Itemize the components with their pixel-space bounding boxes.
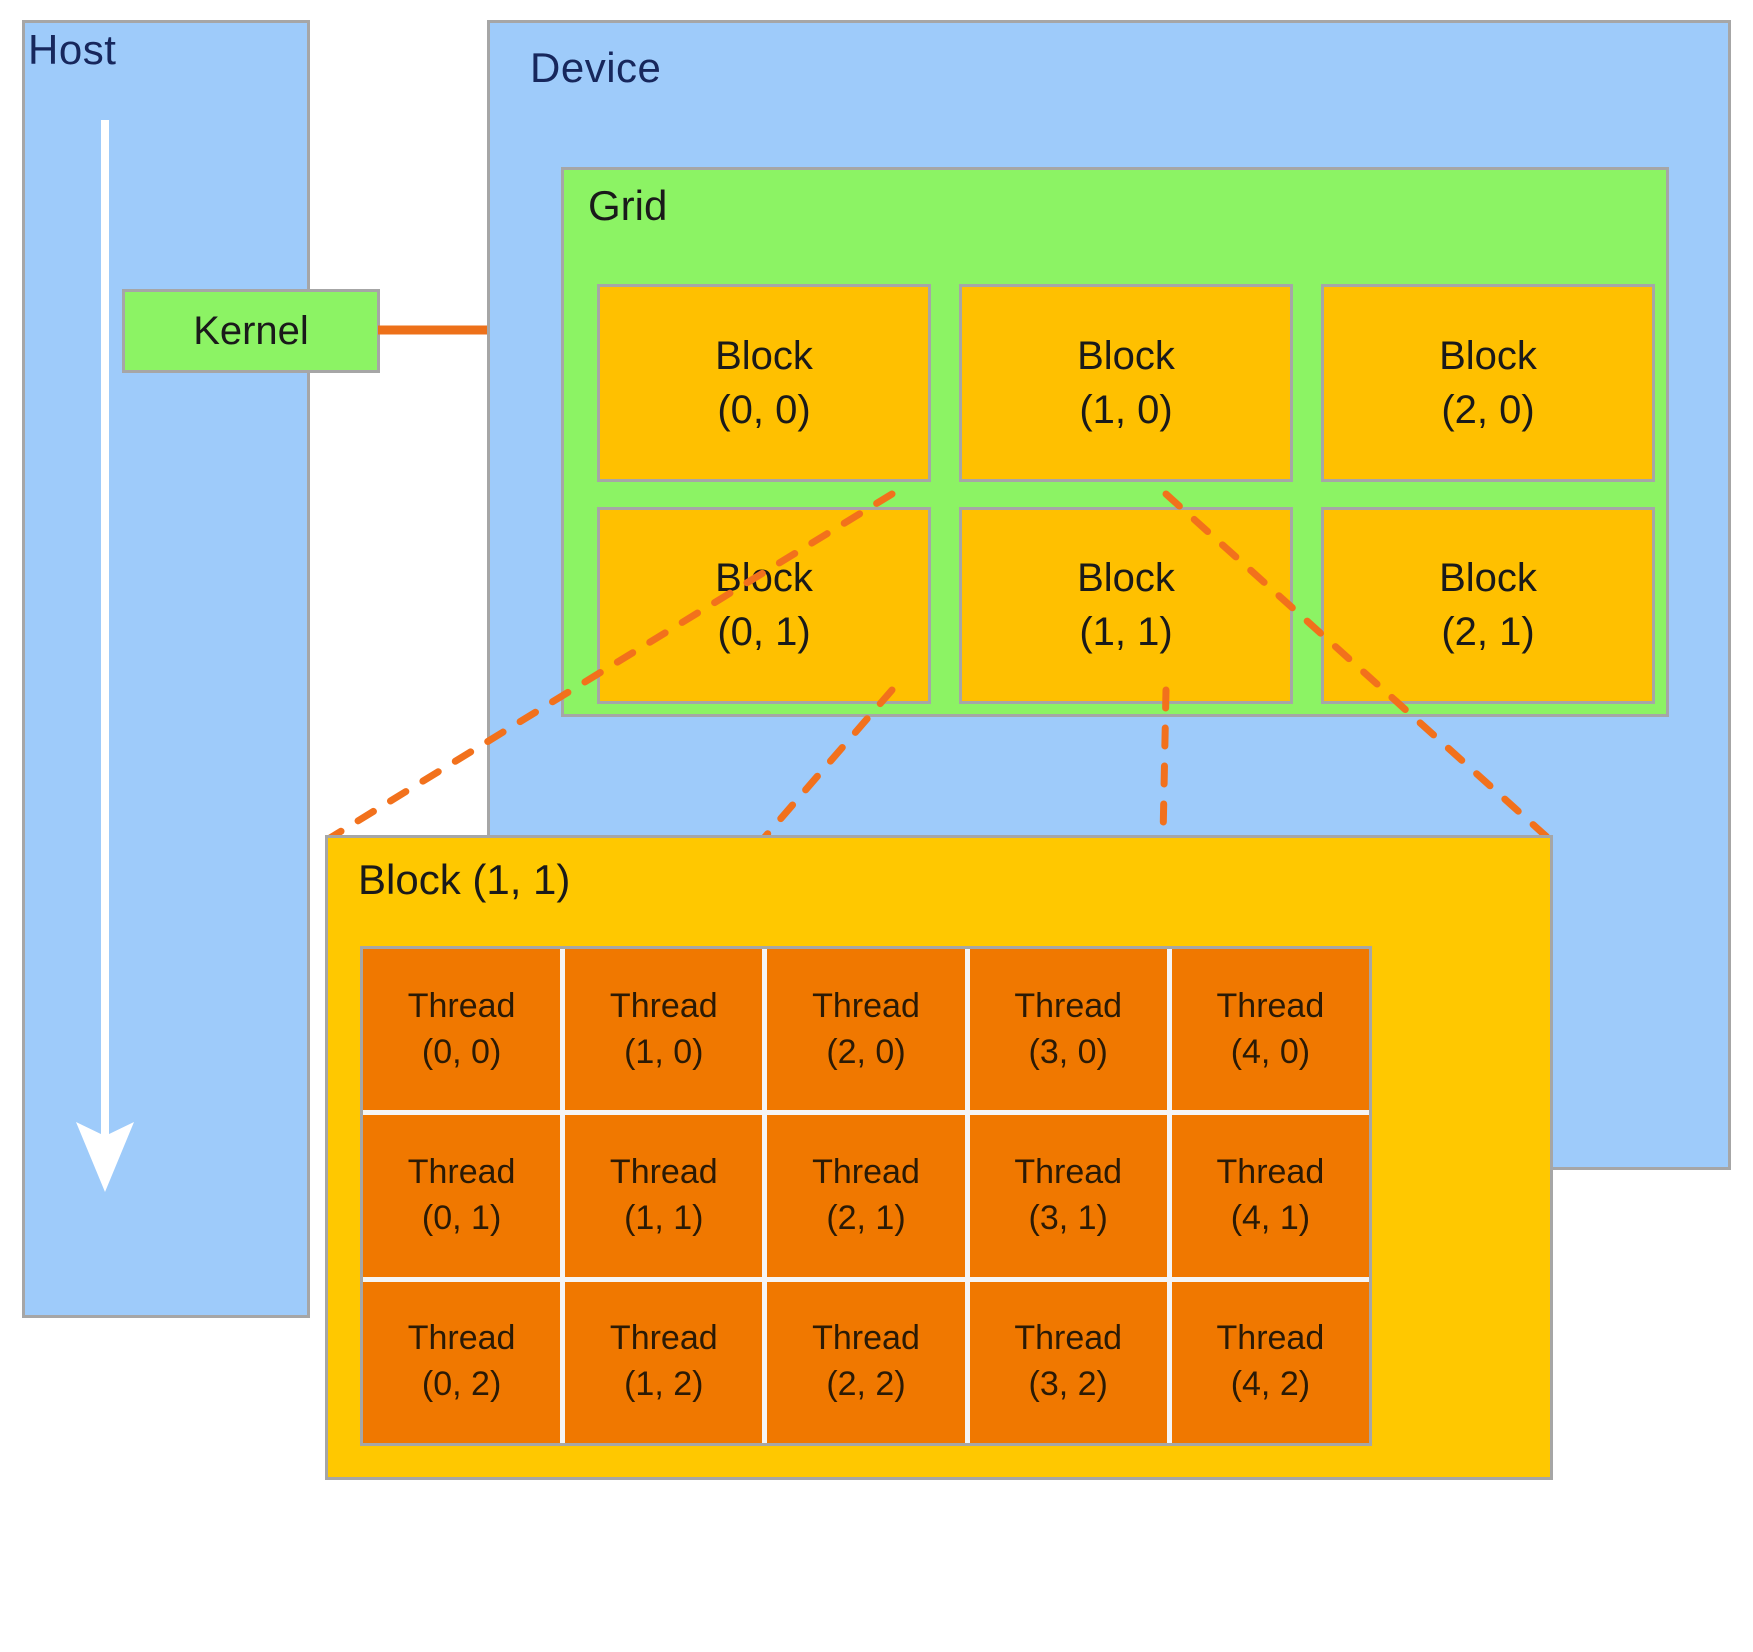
thread-cell-4-2[interactable]: Thread (4, 2): [1171, 1281, 1369, 1443]
thread-cell-1-0[interactable]: Thread (1, 0): [565, 949, 763, 1111]
thread-cell-1-1[interactable]: Thread (1, 1): [565, 1115, 763, 1277]
thread-index: (0, 2): [421, 1365, 502, 1404]
grid-block-0-0[interactable]: Block (0, 0): [597, 284, 931, 482]
thread-name: Thread: [609, 1153, 718, 1192]
grid-block-1-1[interactable]: Block (1, 1): [959, 506, 1293, 704]
grid-block-list: Block (0, 0) Block (1, 0) Block (2, 0) B…: [597, 284, 1655, 704]
thread-cell-0-0[interactable]: Thread (0, 0): [363, 949, 561, 1111]
kernel-box[interactable]: Kernel: [122, 289, 380, 373]
thread-index: (2, 2): [826, 1365, 906, 1404]
thread-index: (3, 1): [1028, 1198, 1108, 1237]
thread-name: Thread: [407, 1153, 516, 1192]
thread-cell-1-2[interactable]: Thread (1, 2): [565, 1281, 763, 1443]
block-index: (1, 0): [1079, 387, 1173, 432]
thread-name: Thread: [1216, 1319, 1325, 1358]
host-title: Host: [28, 26, 117, 73]
thread-name: Thread: [812, 1153, 920, 1192]
thread-name: Thread: [812, 986, 920, 1025]
block-name: Block: [1077, 556, 1175, 601]
thread-index: (4, 2): [1230, 1365, 1311, 1404]
block-index: (2, 1): [1441, 610, 1535, 655]
thread-index: (4, 1): [1230, 1198, 1311, 1237]
thread-cell-3-0[interactable]: Thread (3, 0): [969, 949, 1167, 1111]
thread-name: Thread: [1014, 1319, 1123, 1358]
thread-cell-4-1[interactable]: Thread (4, 1): [1171, 1115, 1369, 1277]
thread-cell-4-0[interactable]: Thread (4, 0): [1171, 949, 1369, 1111]
block-name: Block: [715, 556, 813, 601]
block-index: (1, 1): [1079, 610, 1173, 655]
thread-index: (1, 0): [624, 1032, 704, 1071]
thread-index: (1, 2): [624, 1365, 704, 1404]
grid-block-2-1[interactable]: Block (2, 1): [1321, 506, 1655, 704]
thread-name: Thread: [609, 1319, 718, 1358]
grid-block-2-0[interactable]: Block (2, 0): [1321, 284, 1655, 482]
thread-name: Thread: [1216, 986, 1325, 1025]
thread-index: (1, 1): [624, 1198, 704, 1237]
thread-name: Thread: [609, 986, 718, 1025]
kernel-label: Kernel: [193, 308, 309, 353]
thread-cell-2-2[interactable]: Thread (2, 2): [767, 1281, 965, 1443]
thread-name: Thread: [1014, 1153, 1123, 1192]
grid-block-1-0[interactable]: Block (1, 0): [959, 284, 1293, 482]
thread-cell-3-1[interactable]: Thread (3, 1): [969, 1115, 1167, 1277]
block-index: (0, 0): [717, 387, 811, 432]
thread-cell-0-1[interactable]: Thread (0, 1): [363, 1115, 561, 1277]
block-index: (0, 1): [717, 610, 811, 655]
thread-name: Thread: [1014, 986, 1123, 1025]
device-title: Device: [530, 44, 662, 91]
grid-title: Grid: [588, 182, 668, 229]
thread-name: Thread: [812, 1319, 920, 1358]
thread-index: (3, 0): [1028, 1032, 1108, 1071]
block-detail-title: Block (1, 1): [358, 856, 571, 903]
thread-cell-0-2[interactable]: Thread (0, 2): [363, 1281, 561, 1443]
block-name: Block: [1077, 333, 1175, 378]
thread-index: (3, 2): [1028, 1365, 1108, 1404]
host-panel: [22, 20, 310, 1318]
thread-grid: Thread (0, 0) Thread (1, 0) Thread (2, 0…: [360, 946, 1372, 1446]
block-name: Block: [715, 333, 813, 378]
block-name: Block: [1439, 556, 1537, 601]
grid-block-0-1[interactable]: Block (0, 1): [597, 506, 931, 704]
thread-index: (2, 1): [826, 1198, 906, 1237]
thread-name: Thread: [1216, 1153, 1325, 1192]
thread-index: (2, 0): [826, 1032, 906, 1071]
thread-index: (0, 1): [421, 1198, 502, 1237]
block-name: Block: [1439, 333, 1537, 378]
thread-name: Thread: [407, 986, 516, 1025]
thread-cell-2-1[interactable]: Thread (2, 1): [767, 1115, 965, 1277]
thread-cell-3-2[interactable]: Thread (3, 2): [969, 1281, 1167, 1443]
block-index: (2, 0): [1441, 387, 1535, 432]
thread-name: Thread: [407, 1319, 516, 1358]
thread-index: (0, 0): [421, 1032, 502, 1071]
thread-cell-2-0[interactable]: Thread (2, 0): [767, 949, 965, 1111]
thread-index: (4, 0): [1230, 1032, 1311, 1071]
